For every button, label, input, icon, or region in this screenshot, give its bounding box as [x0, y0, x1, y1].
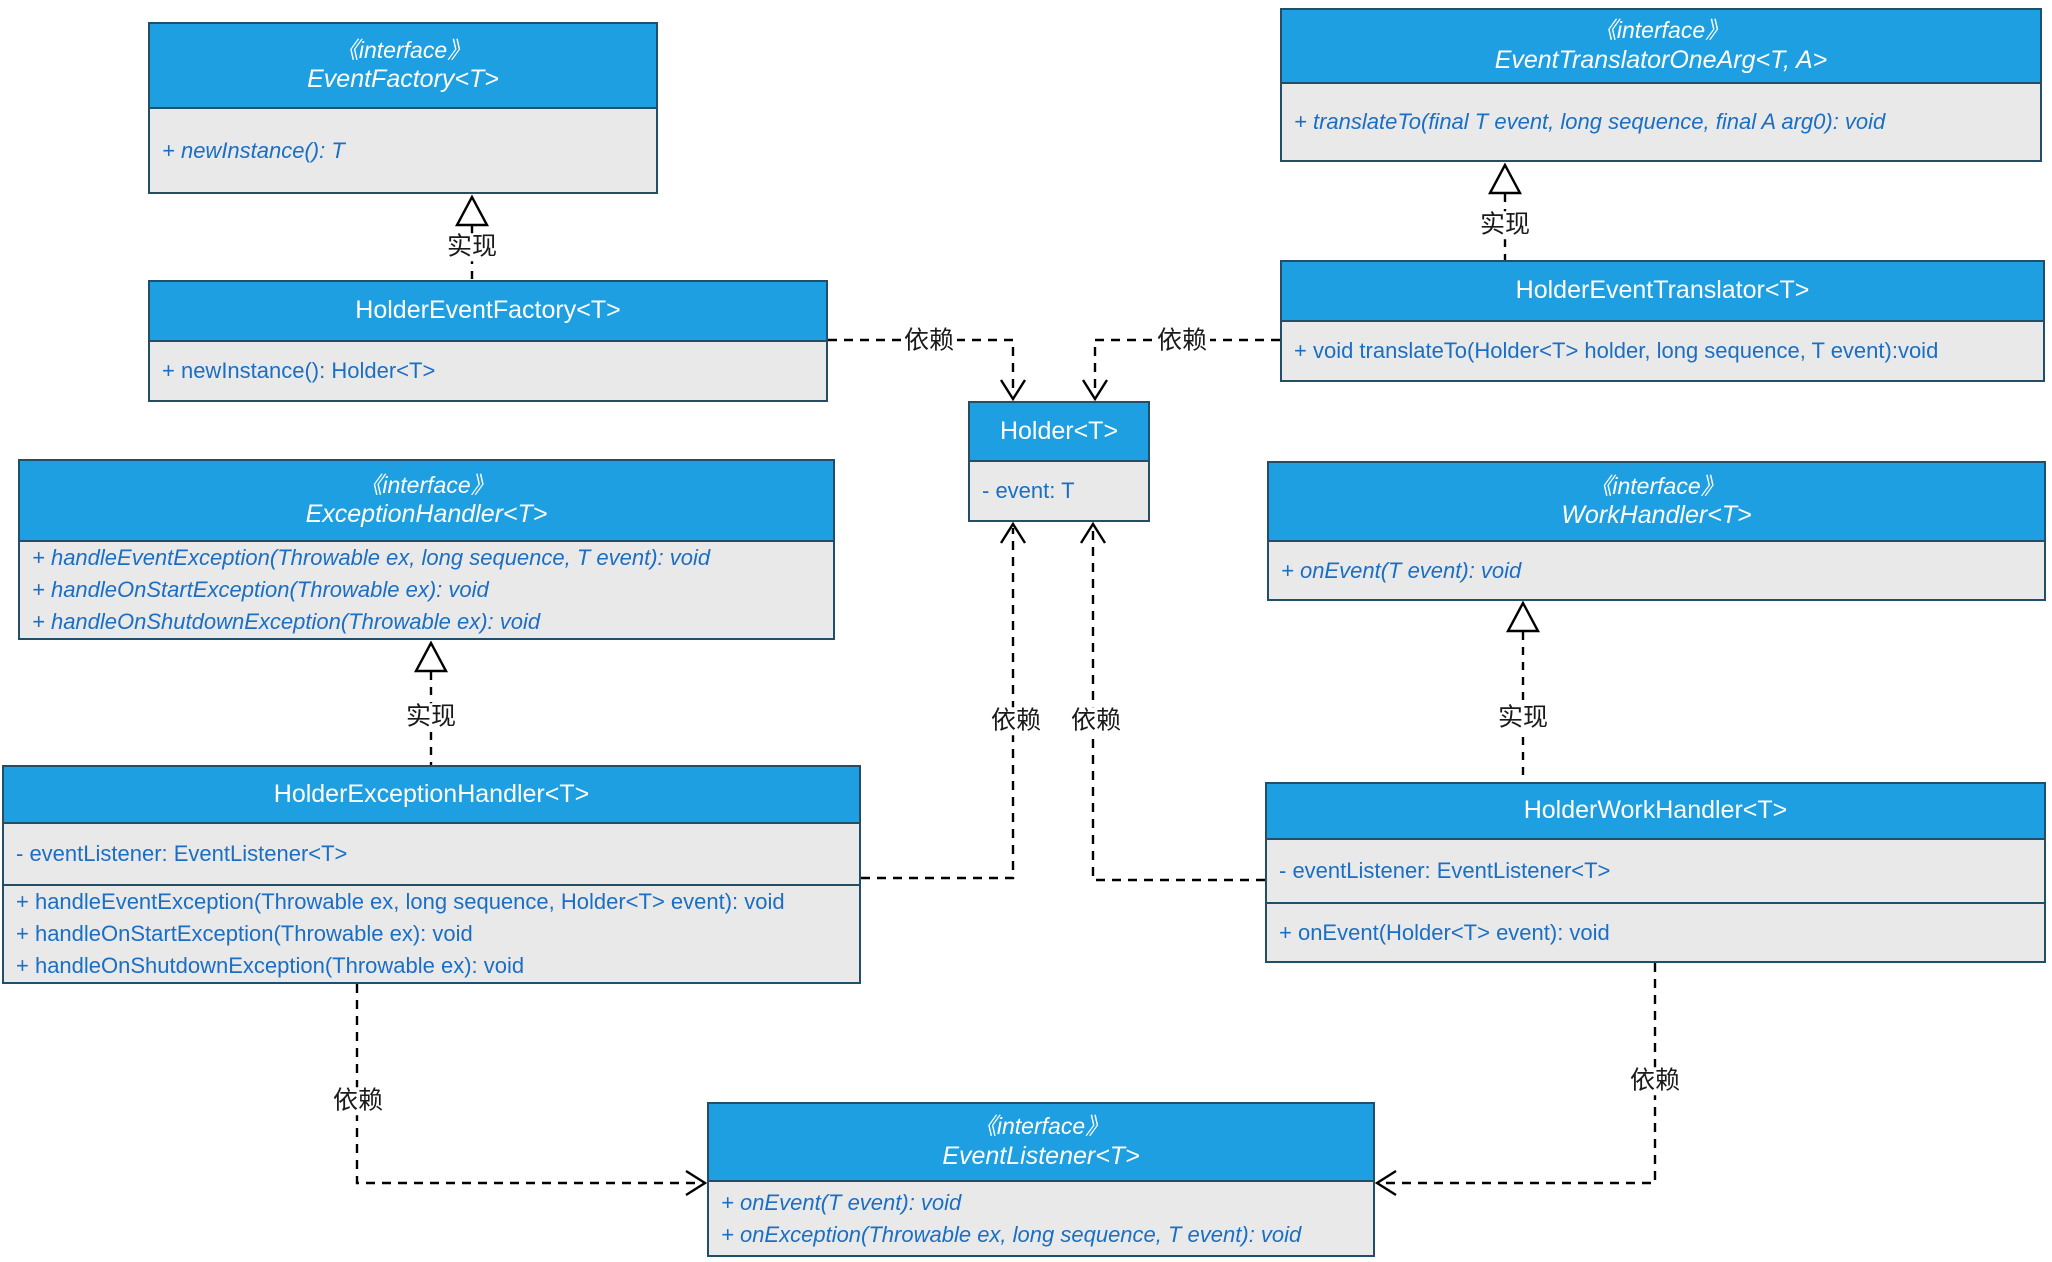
methods-compartment: + translateTo(final T event, long sequen…	[1282, 82, 2040, 160]
methods-compartment: + void translateTo(Holder<T> holder, lon…	[1282, 320, 2043, 380]
method-line: + newInstance(): Holder<T>	[162, 358, 436, 383]
methods-compartment: + newInstance(): T	[150, 107, 656, 192]
class-header: 《interface》 ExceptionHandler<T>	[20, 461, 833, 540]
class-box-exception-handler: 《interface》 ExceptionHandler<T> + handle…	[18, 459, 835, 640]
method-line: + newInstance(): T	[162, 137, 345, 163]
method-line: + handleEventException(Throwable ex, lon…	[16, 889, 785, 914]
fields-compartment: - event: T	[970, 460, 1148, 520]
method-line: + handleOnStartException(Throwable ex): …	[16, 921, 473, 946]
class-name: Holder<T>	[999, 416, 1119, 445]
field-line: - event: T	[982, 478, 1075, 503]
dependency-edge-work-listener	[1374, 963, 1657, 1197]
stereotype-label: 《interface》	[1593, 17, 1729, 43]
class-box-holder-event-factory: HolderEventFactory<T> + newInstance(): H…	[148, 280, 828, 402]
class-header: HolderExceptionHandler<T>	[4, 767, 859, 822]
class-name: HolderWorkHandler<T>	[1523, 796, 1788, 825]
edge-label-dependency: 依赖	[900, 327, 958, 355]
stereotype-label: 《interface》	[335, 36, 471, 63]
stereotype-label: 《interface》	[973, 1113, 1109, 1139]
edge-label-realization: 实现	[402, 703, 460, 731]
class-box-holder-work-handler: HolderWorkHandler<T> - eventListener: Ev…	[1265, 782, 2046, 963]
fields-compartment: - eventListener: EventListener<T>	[4, 822, 859, 884]
class-box-event-listener: 《interface》 EventListener<T> + onEvent(T…	[707, 1102, 1375, 1257]
fields-compartment: - eventListener: EventListener<T>	[1267, 838, 2044, 902]
class-header: 《interface》 EventListener<T>	[709, 1104, 1373, 1180]
edge-label-realization: 实现	[1494, 704, 1552, 732]
dependency-edge-work-holder	[1079, 521, 1265, 882]
stereotype-label: 《interface》	[359, 471, 494, 498]
method-line: + handleOnShutdownException(Throwable ex…	[32, 609, 541, 634]
method-line: + onEvent(T event): void	[721, 1189, 962, 1215]
stereotype-label: 《interface》	[1589, 472, 1724, 499]
field-line: - eventListener: EventListener<T>	[16, 841, 348, 866]
class-header: 《interface》 EventTranslatorOneArg<T, A>	[1282, 10, 2040, 82]
methods-compartment: + handleEventException(Throwable ex, lon…	[4, 884, 859, 982]
class-header: HolderWorkHandler<T>	[1267, 784, 2044, 838]
dependency-edge-exception-holder	[861, 521, 1027, 880]
edge-label-dependency: 依赖	[1067, 707, 1125, 735]
class-name: ExceptionHandler<T>	[305, 500, 548, 529]
method-line: + translateTo(final T event, long sequen…	[1294, 109, 1886, 134]
method-line: + onEvent(T event): void	[1281, 557, 1522, 583]
method-line: + onEvent(Holder<T> event): void	[1279, 919, 1610, 945]
edge-label-dependency: 依赖	[1153, 327, 1211, 355]
method-line: + handleOnShutdownException(Throwable ex…	[16, 953, 525, 978]
method-line: + handleEventException(Throwable ex, lon…	[32, 545, 711, 570]
class-name: HolderEventFactory<T>	[355, 296, 621, 325]
class-name: EventFactory<T>	[307, 65, 499, 94]
field-line: - eventListener: EventListener<T>	[1279, 858, 1611, 883]
method-line: + void translateTo(Holder<T> holder, lon…	[1294, 338, 1939, 363]
class-box-work-handler: 《interface》 WorkHandler<T> + onEvent(T e…	[1267, 461, 2046, 601]
class-name: WorkHandler<T>	[1561, 501, 1752, 530]
method-line: + onException(Throwable ex, long sequenc…	[721, 1221, 1302, 1247]
class-header: 《interface》 EventFactory<T>	[150, 24, 656, 107]
class-header: Holder<T>	[970, 403, 1148, 460]
class-box-event-factory: 《interface》 EventFactory<T> + newInstanc…	[148, 22, 658, 194]
methods-compartment: + handleEventException(Throwable ex, lon…	[20, 540, 833, 638]
method-line: + handleOnStartException(Throwable ex): …	[32, 577, 489, 602]
class-box-event-translator-one-arg: 《interface》 EventTranslatorOneArg<T, A> …	[1280, 8, 2042, 162]
edge-label-dependency: 依赖	[987, 707, 1045, 735]
class-header: 《interface》 WorkHandler<T>	[1269, 463, 2044, 540]
class-name: EventTranslatorOneArg<T, A>	[1494, 45, 1828, 74]
methods-compartment: + newInstance(): Holder<T>	[150, 340, 826, 400]
methods-compartment: + onEvent(Holder<T> event): void	[1267, 902, 2044, 961]
class-box-holder-event-translator: HolderEventTranslator<T> + void translat…	[1280, 260, 2045, 382]
class-header: HolderEventTranslator<T>	[1282, 262, 2043, 320]
realization-edge-work-handler	[1505, 600, 1541, 782]
class-name: HolderExceptionHandler<T>	[273, 779, 590, 808]
edge-label-dependency: 依赖	[1626, 1067, 1684, 1095]
class-name: HolderEventTranslator<T>	[1515, 276, 1810, 305]
edge-label-dependency: 依赖	[329, 1087, 387, 1115]
class-box-holder: Holder<T> - event: T	[968, 401, 1150, 522]
class-name: EventListener<T>	[942, 1141, 1140, 1170]
class-header: HolderEventFactory<T>	[150, 282, 826, 340]
class-box-holder-exception-handler: HolderExceptionHandler<T> - eventListene…	[2, 765, 861, 984]
edge-label-realization: 实现	[443, 233, 501, 261]
dependency-edge-exception-listener	[355, 984, 708, 1197]
methods-compartment: + onEvent(T event): void	[1269, 540, 2044, 599]
edge-label-realization: 实现	[1476, 211, 1534, 239]
methods-compartment: + onEvent(T event): void + onException(T…	[709, 1180, 1373, 1255]
